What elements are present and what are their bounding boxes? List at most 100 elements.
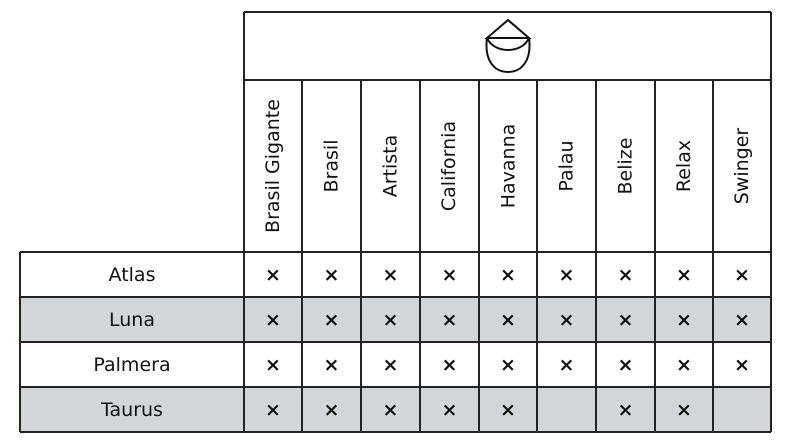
table-cell: × — [713, 252, 771, 297]
grid-line — [243, 12, 245, 432]
grid-line — [360, 80, 362, 432]
grid-line — [301, 80, 303, 432]
table-cell: × — [361, 387, 420, 432]
column-header: Havanna — [479, 80, 537, 252]
column-header-label: Swinger — [731, 127, 754, 205]
table-cell: × — [361, 342, 420, 387]
compatible-mark: × — [734, 263, 750, 286]
grid-line — [20, 341, 771, 343]
table-cell: × — [302, 297, 361, 342]
column-header: Artista — [361, 80, 420, 252]
compatible-mark: × — [382, 308, 399, 331]
table-cell: × — [420, 297, 479, 342]
hanging-chair-icon — [483, 18, 532, 74]
table-cell: × — [244, 387, 302, 432]
row-shading — [20, 387, 771, 432]
column-header-label: Relax — [673, 139, 695, 193]
column-header: Brasil — [302, 80, 361, 252]
table-cell — [537, 387, 596, 432]
grid-line — [654, 80, 656, 432]
table-cell: × — [713, 297, 771, 342]
compatible-mark: × — [323, 263, 340, 286]
table-cell: × — [302, 252, 361, 297]
compatible-mark: × — [441, 353, 458, 376]
compatible-mark: × — [441, 263, 458, 286]
table-cell: × — [420, 252, 479, 297]
table-cell: × — [420, 387, 479, 432]
grid-line — [712, 80, 714, 432]
grid-line — [244, 79, 771, 81]
column-header-label: Brasil Gigante — [262, 99, 284, 233]
compatible-mark: × — [500, 308, 516, 331]
table-cell — [713, 387, 771, 432]
compatible-mark: × — [323, 398, 340, 421]
column-header-label: California — [438, 120, 461, 212]
table-cell: × — [537, 252, 596, 297]
column-header: Brasil Gigante — [244, 80, 302, 252]
compatible-mark: × — [265, 353, 281, 376]
table-cell: × — [302, 387, 361, 432]
compatible-mark: × — [617, 263, 634, 286]
row-label: Taurus — [101, 398, 163, 421]
compatible-mark: × — [265, 398, 281, 421]
grid-line — [478, 80, 480, 432]
column-header-label: Artista — [379, 134, 402, 198]
table-cell: × — [479, 342, 537, 387]
compatible-mark: × — [441, 398, 458, 421]
compatible-mark: × — [265, 263, 281, 286]
compatible-mark: × — [382, 263, 399, 286]
row-label: Atlas — [108, 263, 156, 286]
row-shading — [20, 297, 771, 342]
column-header-label: Brasil — [320, 139, 343, 193]
table-cell: × — [537, 342, 596, 387]
compatible-mark: × — [676, 308, 692, 331]
column-header: Swinger — [713, 80, 771, 252]
grid-line — [419, 80, 421, 432]
table-cell: × — [713, 342, 771, 387]
table-cell: × — [479, 297, 537, 342]
compatible-mark: × — [676, 353, 692, 376]
grid-line — [595, 80, 597, 432]
table-cell: × — [479, 252, 537, 297]
compatible-mark: × — [382, 398, 399, 421]
table-cell: × — [361, 297, 420, 342]
table-cell: × — [655, 252, 713, 297]
table-cell: × — [596, 342, 655, 387]
compatible-mark: × — [617, 353, 634, 376]
compatible-mark: × — [676, 263, 692, 286]
column-header-label: Belize — [614, 137, 637, 195]
grid-line — [19, 252, 21, 432]
grid-line — [244, 11, 771, 13]
table-cell: × — [537, 297, 596, 342]
compatible-mark: × — [500, 398, 516, 421]
compatible-mark: × — [734, 308, 750, 331]
column-header-label: Palau — [555, 140, 578, 192]
compatible-mark: × — [500, 263, 516, 286]
compatible-mark: × — [734, 353, 750, 376]
row-label: Palmera — [93, 353, 171, 376]
compatible-mark: × — [617, 398, 634, 421]
table-cell: × — [479, 387, 537, 432]
table-cell: × — [655, 297, 713, 342]
table-cell: × — [655, 387, 713, 432]
column-header: California — [420, 80, 479, 252]
table-cell: × — [596, 297, 655, 342]
table-cell: × — [244, 342, 302, 387]
compatible-mark: × — [441, 308, 458, 331]
column-header: Relax — [655, 80, 713, 252]
compatible-mark: × — [500, 353, 516, 376]
compatible-mark: × — [617, 308, 634, 331]
table-cell: × — [244, 297, 302, 342]
compatible-mark: × — [558, 308, 575, 331]
column-header: Palau — [537, 80, 596, 252]
grid-line — [536, 80, 538, 432]
grid-line — [770, 12, 772, 432]
compatible-mark: × — [265, 308, 281, 331]
grid-line — [20, 431, 771, 433]
column-header-label: Havanna — [497, 123, 520, 209]
compatible-mark: × — [676, 398, 692, 421]
grid-line — [20, 386, 771, 388]
table-cell: × — [244, 252, 302, 297]
table-cell: × — [655, 342, 713, 387]
